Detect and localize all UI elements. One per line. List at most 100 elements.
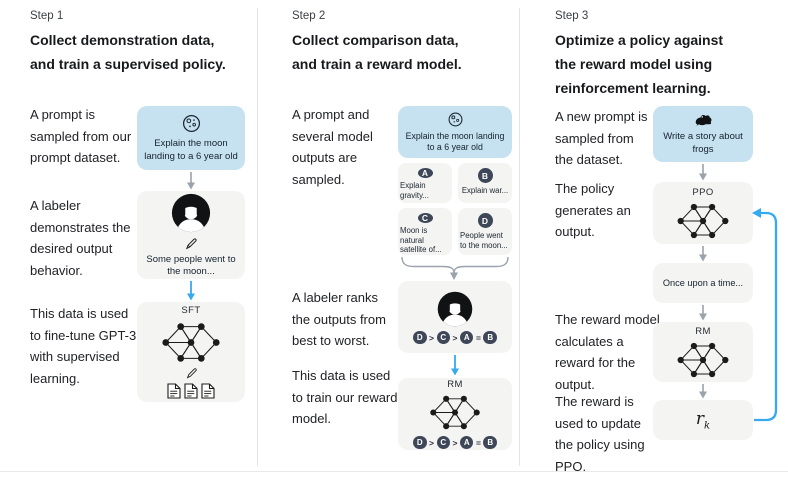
step2-flow: Explain the moon landing to a 6 year old… bbox=[398, 106, 512, 450]
output-option-a: A Explain gravity... bbox=[398, 163, 452, 203]
step2-prompt-text: Explain the moon landing to a 6 year old bbox=[405, 131, 505, 152]
rank-separator: > bbox=[429, 332, 435, 343]
step2-prompt-box: Explain the moon landing to a 6 year old bbox=[398, 106, 512, 158]
step1-sft-box: SFT bbox=[137, 302, 245, 402]
step2-title-line2: and train a reward model. bbox=[292, 56, 462, 72]
step3-title-line1: Optimize a policy against bbox=[555, 32, 724, 48]
pencil-icon bbox=[185, 367, 198, 380]
step3-reward-box: rk bbox=[653, 400, 753, 440]
option-text: Moon is natural satellite of... bbox=[400, 226, 442, 254]
arrow-down-icon bbox=[185, 170, 197, 191]
step3-title-line3: reinforcement learning. bbox=[555, 80, 711, 96]
model-outputs-grid: A Explain gravity... B Explain war... C … bbox=[398, 163, 512, 255]
step3-ppo-box: PPO bbox=[653, 182, 753, 244]
neural-network-icon bbox=[161, 321, 221, 364]
arrow-down-icon bbox=[697, 244, 709, 263]
step2-caption-train: This data is used to train our reward mo… bbox=[292, 368, 398, 426]
option-letter-badge: D bbox=[477, 213, 493, 228]
output-option-b: B Explain war... bbox=[458, 163, 512, 203]
rank-separator: > bbox=[429, 437, 435, 448]
step1-labeler-box: Some people went to the moon... bbox=[137, 191, 245, 279]
ppo-label: PPO bbox=[692, 186, 714, 198]
rank-separator: > bbox=[452, 437, 458, 448]
step3-label: Step 3 bbox=[555, 10, 589, 22]
arrow-down-icon bbox=[697, 162, 709, 182]
curly-brace bbox=[398, 255, 512, 281]
sft-label: SFT bbox=[181, 305, 201, 316]
arrow-down-blue-icon bbox=[449, 353, 461, 378]
labeler-avatar-icon bbox=[170, 192, 212, 234]
arrow-down-icon bbox=[697, 303, 709, 322]
rank-chip: A bbox=[459, 435, 474, 450]
step1-caption-prompt: A prompt is sampled from our prompt data… bbox=[30, 107, 132, 165]
step2-title-line1: Collect comparison data, bbox=[292, 32, 459, 48]
step1-flow: Explain the moon landing to a 6 year old bbox=[137, 106, 245, 402]
ranking-chips: D > C > A = B bbox=[413, 435, 497, 450]
step3-flow: Write a story about frogs PPO bbox=[653, 106, 753, 440]
step3-caption-policy: The policy generates an output. bbox=[555, 181, 631, 239]
option-text: People went to the moon... bbox=[460, 231, 508, 250]
moon-icon bbox=[181, 113, 202, 134]
arrow-down-blue-icon bbox=[185, 279, 197, 302]
reward-symbol: r bbox=[695, 408, 705, 429]
step3-caption-reward: The reward model calculates a reward for… bbox=[555, 312, 660, 392]
rm-label: RM bbox=[695, 325, 711, 337]
option-letter-badge: B bbox=[477, 168, 493, 183]
step3-title-line2: the reward model using bbox=[555, 56, 713, 72]
column-divider bbox=[519, 8, 520, 466]
step3-prompt-text: Write a story about frogs bbox=[663, 131, 743, 155]
step2-rm-box: RM D bbox=[398, 378, 512, 450]
rank-chip: B bbox=[483, 435, 497, 450]
rank-chip: D bbox=[413, 330, 427, 345]
rank-chip: C bbox=[436, 330, 451, 345]
rank-chip: D bbox=[413, 435, 427, 450]
step1-title: Collect demonstration data, and train a … bbox=[30, 28, 226, 76]
step1-title-line1: Collect demonstration data, bbox=[30, 32, 215, 48]
step2-labeler-box: D > C > A = B bbox=[398, 281, 512, 353]
reward-value: rk bbox=[696, 409, 710, 431]
moon-icon bbox=[447, 111, 464, 128]
rank-chip: C bbox=[436, 435, 451, 450]
rank-separator: > bbox=[452, 332, 458, 343]
option-letter-badge: C bbox=[417, 213, 433, 223]
option-text: Explain gravity... bbox=[400, 181, 429, 200]
step3-prompt-box: Write a story about frogs bbox=[653, 106, 753, 162]
neural-network-icon bbox=[676, 202, 730, 240]
document-icon bbox=[167, 383, 215, 399]
step3-title: Optimize a policy against the reward mod… bbox=[555, 28, 723, 100]
step1-prompt-text: Explain the moon landing to a 6 year old bbox=[144, 138, 238, 162]
pencil-icon bbox=[184, 237, 198, 251]
step2-caption-ranks: A labeler ranks the outputs from best to… bbox=[292, 290, 386, 348]
output-option-d: D People went to the moon... bbox=[458, 208, 512, 255]
step2-caption-sampled: A prompt and several model outputs are s… bbox=[292, 107, 373, 187]
rank-chip: B bbox=[483, 330, 497, 345]
neural-network-icon bbox=[429, 394, 481, 431]
output-option-c: C Moon is natural satellite of... bbox=[398, 208, 452, 255]
rank-separator: = bbox=[475, 437, 481, 448]
reward-subscript: k bbox=[704, 420, 711, 432]
rm-label: RM bbox=[447, 378, 463, 390]
option-letter-badge: A bbox=[417, 168, 433, 178]
labeler-avatar-icon bbox=[436, 290, 474, 328]
step3-output-box: Once upon a time... bbox=[653, 263, 753, 303]
step3-caption-update: The reward is used to update the policy … bbox=[555, 394, 645, 474]
ranking-chips: D > C > A = B bbox=[413, 330, 497, 345]
column-divider bbox=[257, 8, 258, 466]
step3-rm-box: RM bbox=[653, 322, 753, 382]
step2-title: Collect comparison data, and train a rew… bbox=[292, 28, 462, 76]
frog-icon bbox=[694, 112, 713, 127]
bottom-rule bbox=[0, 471, 788, 472]
step1-labeler-text: Some people went to the moon... bbox=[146, 253, 236, 278]
step1-caption-finetune: This data is used to fine-tune GPT-3 wit… bbox=[30, 306, 137, 386]
option-text: Explain war... bbox=[461, 186, 509, 195]
step3-output-text: Once upon a time... bbox=[662, 277, 744, 288]
rank-chip: A bbox=[459, 330, 474, 345]
step2-label: Step 2 bbox=[292, 10, 326, 22]
arrow-down-icon bbox=[697, 382, 709, 400]
step1-title-line2: and train a supervised policy. bbox=[30, 56, 226, 72]
neural-network-icon bbox=[676, 341, 730, 379]
step1-prompt-box: Explain the moon landing to a 6 year old bbox=[137, 106, 245, 170]
feedback-loop-arrow bbox=[750, 196, 784, 433]
rank-separator: = bbox=[475, 332, 481, 343]
